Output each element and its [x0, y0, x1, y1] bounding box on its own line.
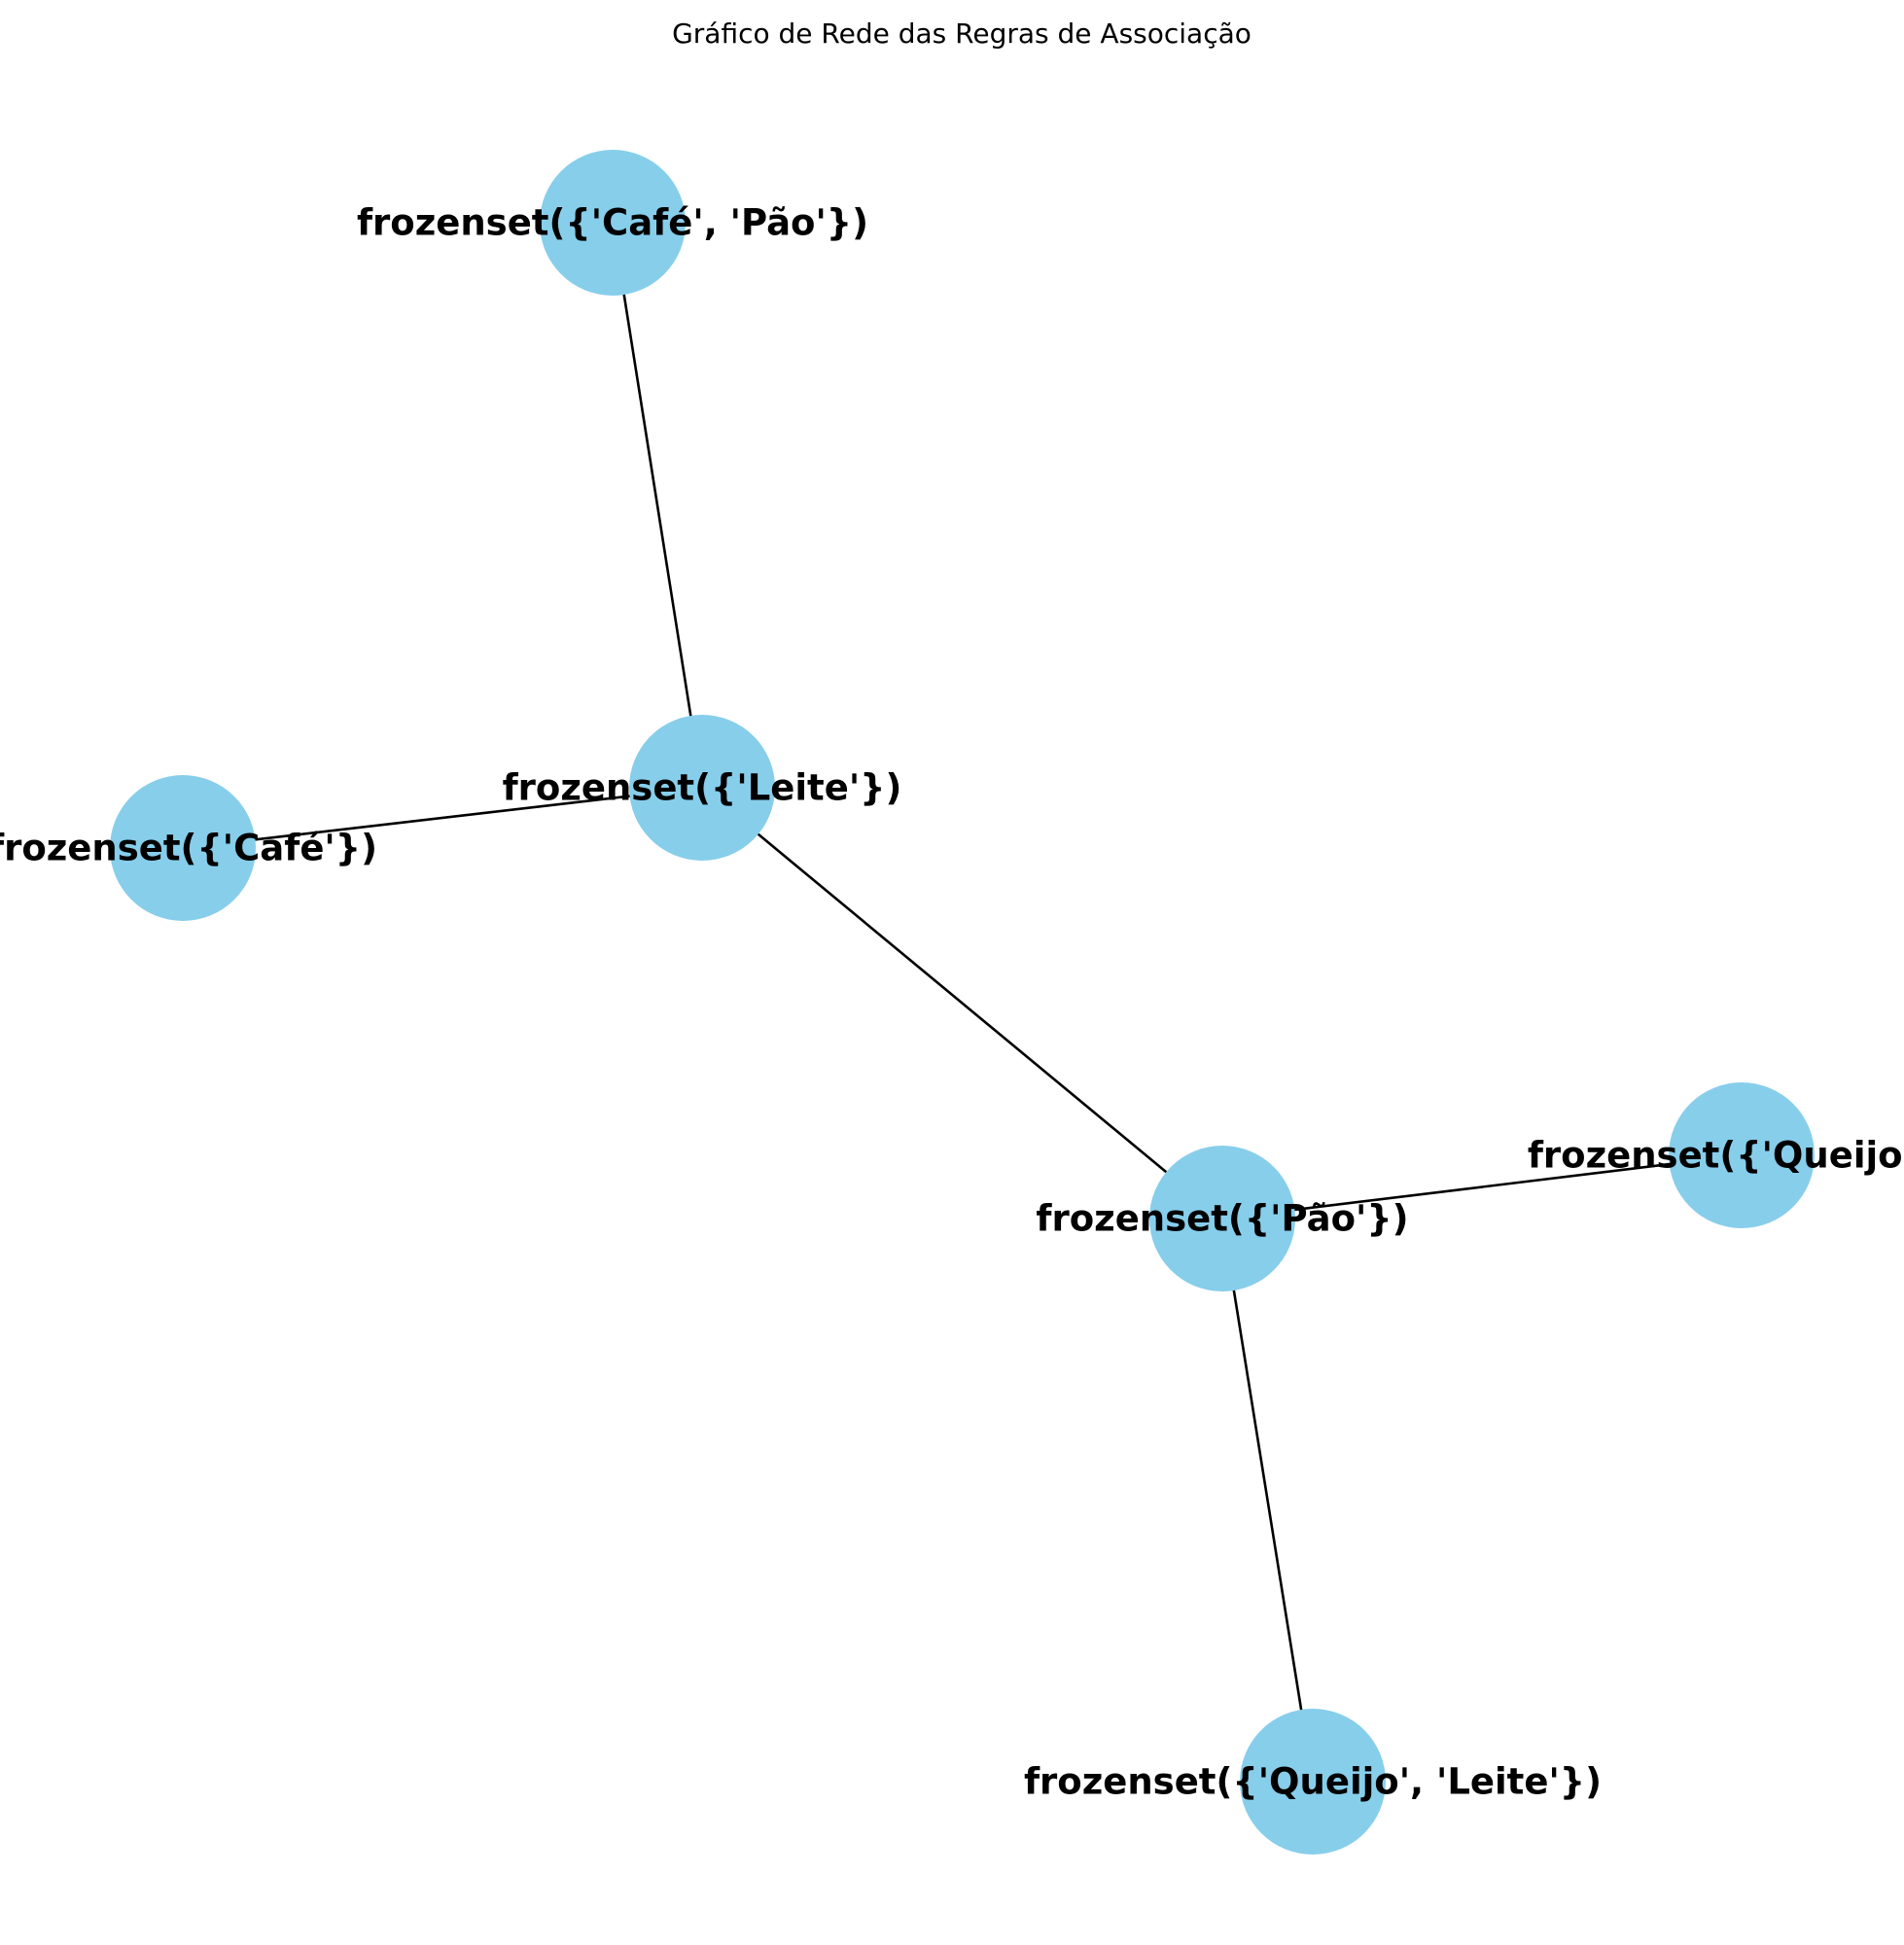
node-label-pao: frozenset({'Pão'}) — [1036, 1198, 1408, 1240]
node-queijo-leite — [1240, 1709, 1386, 1855]
edge-cafe-pao-leite — [611, 222, 704, 789]
nodes-layer — [110, 150, 1815, 1855]
edges-layer — [182, 222, 1743, 1783]
chart-title: Gráfico de Rede das Regras de Associação — [672, 18, 1252, 50]
edge-cafe-leite — [182, 786, 703, 850]
node-leite — [629, 715, 775, 861]
node-cafe-pao — [540, 150, 686, 296]
node-label-cafe-pao: frozenset({'Café', 'Pão'}) — [357, 202, 868, 244]
node-label-leite: frozenset({'Leite'}) — [503, 767, 902, 809]
edge-pao-queijo — [1221, 1153, 1743, 1220]
node-label-queijo-leite: frozenset({'Queijo', 'Leite'}) — [1024, 1761, 1602, 1803]
edge-pao-queijo-leite — [1220, 1218, 1315, 1783]
edge-leite-pao — [701, 786, 1223, 1220]
node-pao — [1149, 1146, 1295, 1291]
labels-layer: frozenset({'Café', 'Pão'}) frozenset({'Le… — [0, 202, 1904, 1803]
node-queijo — [1669, 1082, 1815, 1228]
node-cafe — [110, 775, 256, 921]
node-label-queijo: frozenset({'Queijo'}) — [1528, 1135, 1904, 1177]
node-label-cafe: frozenset({'Café'}) — [0, 828, 377, 869]
